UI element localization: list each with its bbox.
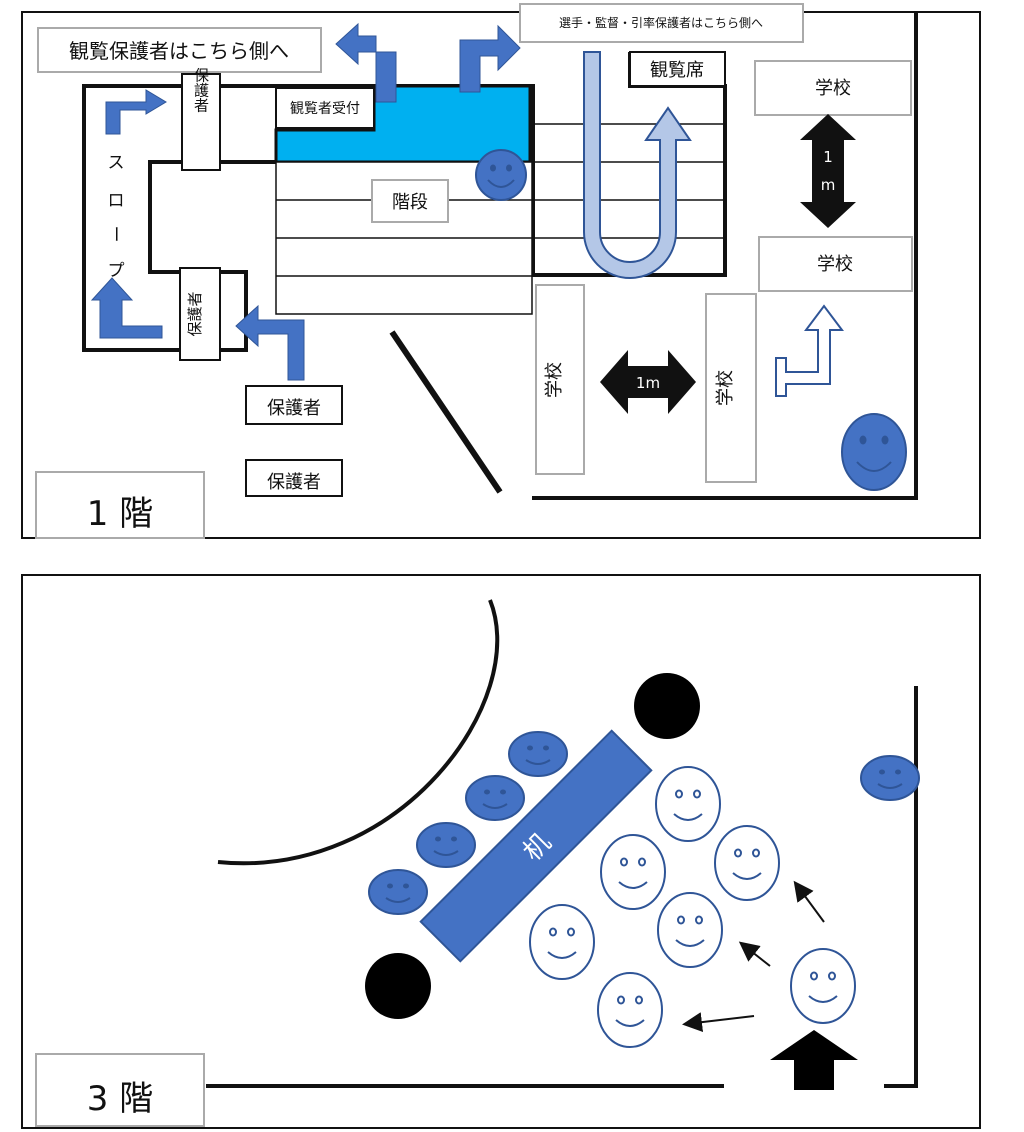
arrow-left-icon: [335, 22, 397, 103]
entry-arrow-icon: [770, 1030, 858, 1090]
stairs-label: 階段: [392, 192, 428, 213]
guardian-box-top: [181, 73, 221, 171]
guardian-label-1: 保護者: [267, 398, 321, 419]
staff-face-icon: [508, 731, 568, 777]
floor3-label: 3 階: [87, 1079, 153, 1119]
seats-label: 観覧席: [650, 60, 704, 81]
diagonal-barrier: [389, 330, 503, 494]
visitor-face-icon: [529, 904, 595, 980]
left-wing-outline: [82, 84, 182, 352]
players-coaches-box: [519, 3, 804, 43]
visitor-face-icon: [597, 972, 663, 1048]
arrow-outline-icon: [775, 304, 844, 397]
school-label-2: 学校: [817, 254, 853, 275]
slope-label-char: ロ: [108, 191, 125, 211]
visitor-face-icon: [600, 834, 666, 910]
stairs-label-box: [371, 179, 449, 223]
school-label-3: 学校: [544, 362, 565, 398]
visitor-face-icon: [714, 825, 780, 901]
double-arrow-vertical-icon: [800, 114, 856, 228]
viewer-guardians-box: [37, 27, 322, 73]
distance-vertical-2: m: [821, 176, 836, 194]
left-wing-right-lower: [220, 270, 248, 352]
pillar: [634, 673, 700, 739]
arrow-up-right-icon: [105, 89, 167, 135]
staff-face-icon: [465, 775, 525, 821]
distance-horizontal: 1m: [636, 374, 660, 392]
arrow-right-icon: [459, 24, 521, 93]
u-turn-arrow-icon: [583, 51, 692, 279]
guardian-label-top: 保護者: [192, 68, 210, 113]
staff-face-icon: [368, 869, 428, 915]
guardian-box-left: [179, 267, 221, 361]
right-wall: [532, 12, 918, 500]
direction-arrow-icon: [793, 880, 825, 923]
players-coaches-label: 選手・監督・引率保護者はこちら側へ: [559, 15, 763, 30]
school-box-4: [705, 293, 757, 483]
direction-arrow-icon: [738, 941, 771, 967]
arrow-left-entry-icon: [235, 304, 305, 381]
direction-arrow-icon: [682, 1012, 755, 1033]
arrow-up-icon: [90, 277, 163, 339]
guardian-box-2: [245, 459, 343, 497]
slope-label-char: ー: [105, 226, 125, 243]
guardian-label-left: 保護者: [186, 291, 204, 336]
double-arrow-horizontal-icon: [600, 350, 696, 414]
school-label-4: 学校: [715, 370, 736, 406]
slope-label-char: プ: [108, 261, 125, 281]
right-wall-floor3: [884, 686, 918, 1088]
visitor-face-icon: [655, 766, 721, 842]
visitor-face-icon: [657, 892, 723, 968]
guardian-label-2: 保護者: [267, 472, 321, 493]
school-box-1: [754, 60, 912, 116]
school-box-2: [758, 236, 913, 292]
desk: [419, 729, 653, 963]
staff-face-icon: [475, 149, 527, 201]
floor1-frame: [21, 11, 981, 539]
distance-vertical-1: 1: [823, 148, 833, 166]
floor1-panel: 観覧保護者はこちら側へ 選手・監督・引率保護者はこちら側へ 観覧者受付 階段 観…: [21, 3, 981, 539]
staff-face-icon: [860, 755, 920, 801]
slope-label-char: ス: [108, 153, 125, 173]
viewer-guardians-label: 観覧保護者はこちら側へ: [69, 39, 289, 63]
staff-face-icon: [416, 822, 476, 868]
floor1-label-box: [35, 471, 205, 539]
staff-face-icon: [841, 413, 907, 491]
floor3-label-box: [35, 1053, 205, 1127]
school-label-1: 学校: [815, 78, 851, 99]
floor3-frame: [21, 574, 981, 1129]
guardian-box-1: [245, 385, 343, 425]
left-wing-inner: [148, 160, 182, 274]
reception-label-box: [275, 87, 375, 129]
curved-wall: [217, 599, 500, 866]
floor1-label: 1 階: [87, 494, 153, 534]
reception-label: 観覧者受付: [290, 100, 360, 117]
seats-label-box: [629, 51, 726, 87]
pillar: [365, 953, 431, 1019]
school-box-3: [535, 284, 585, 475]
visitor-face-icon: [790, 948, 856, 1024]
floor3-panel: 机: [21, 574, 981, 1129]
